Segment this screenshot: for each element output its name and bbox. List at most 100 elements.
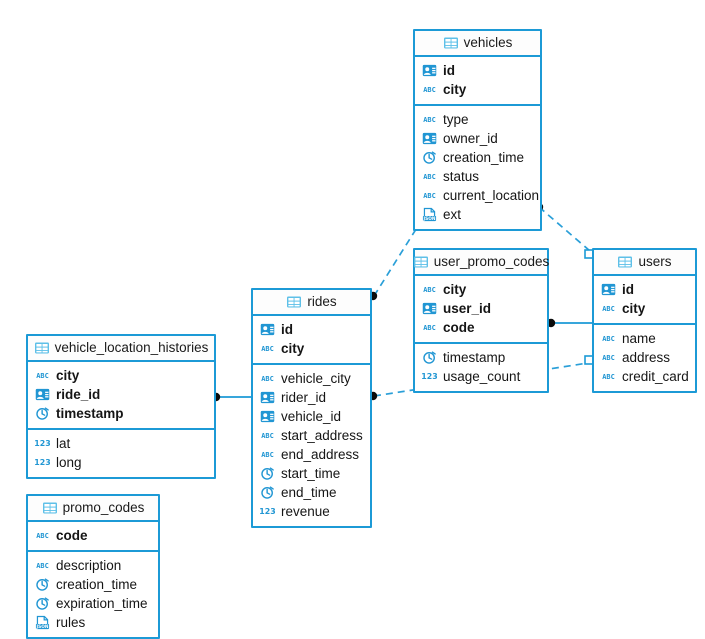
field-ride_id[interactable]: ride_id [28, 385, 214, 404]
svg-text:ABC: ABC [261, 451, 274, 459]
table-title: promo_codes [62, 499, 145, 515]
field-user_id[interactable]: user_id [415, 299, 547, 318]
field-label: id [281, 322, 293, 337]
abc-icon: ABC [260, 428, 275, 443]
clock-icon [422, 350, 437, 365]
field-city[interactable]: ABC city [415, 280, 547, 299]
field-expiration_time[interactable]: expiration_time [28, 594, 158, 613]
field-end_address[interactable]: ABC end_address [253, 445, 370, 464]
abc-icon: ABC [422, 169, 437, 184]
field-label: current_location [443, 188, 540, 203]
field-label: end_time [281, 485, 337, 500]
clock-icon [35, 577, 50, 592]
field-timestamp[interactable]: timestamp [28, 404, 214, 423]
abc-icon: ABC [35, 558, 50, 573]
field-label: start_time [281, 466, 341, 481]
abc-icon: ABC [601, 301, 616, 316]
field-start_time[interactable]: start_time [253, 464, 370, 483]
field-city[interactable]: ABC city [415, 80, 540, 99]
id-card-icon [422, 63, 437, 78]
svg-text:JSON: JSON [36, 624, 49, 630]
svg-text:123: 123 [35, 439, 50, 448]
field-label: status [443, 169, 480, 184]
field-rules[interactable]: JSON rules [28, 613, 158, 632]
field-city[interactable]: ABC city [253, 339, 370, 358]
field-status[interactable]: ABC status [415, 167, 540, 186]
field-city[interactable]: ABC city [28, 366, 214, 385]
field-type[interactable]: ABC type [415, 110, 540, 129]
clock-icon [422, 150, 437, 165]
abc-icon: ABC [35, 528, 50, 543]
field-vehicle_id[interactable]: vehicle_id [253, 407, 370, 426]
field-label: expiration_time [56, 596, 148, 611]
abc-icon: ABC [35, 368, 50, 383]
field-label: city [443, 282, 467, 297]
abc-icon: ABC [422, 82, 437, 97]
svg-text:123: 123 [35, 458, 50, 467]
svg-text:123: 123 [422, 372, 437, 381]
abc-icon: ABC [260, 341, 275, 356]
field-rider_id[interactable]: rider_id [253, 388, 370, 407]
field-label: user_id [443, 301, 492, 316]
field-label: type [443, 112, 469, 127]
123-icon: 123 [260, 504, 275, 519]
field-end_time[interactable]: end_time [253, 483, 370, 502]
field-label: timestamp [443, 350, 506, 365]
field-label: start_address [281, 428, 363, 443]
field-creation_time[interactable]: creation_time [415, 148, 540, 167]
table-title: vehicles [463, 34, 513, 50]
field-label: timestamp [56, 406, 124, 421]
abc-icon: ABC [260, 371, 275, 386]
field-timestamp[interactable]: timestamp [415, 348, 547, 367]
field-id[interactable]: id [594, 280, 695, 299]
field-creation_time[interactable]: creation_time [28, 575, 158, 594]
table-header-user_promo_codes[interactable]: user_promo_codes [413, 250, 549, 276]
table-header-promo_codes[interactable]: promo_codes [28, 496, 158, 522]
field-id[interactable]: id [253, 320, 370, 339]
table-header-vehicle_location_histories[interactable]: vehicle_location_histories [28, 336, 214, 362]
abc-icon: ABC [422, 112, 437, 127]
svg-text:ABC: ABC [36, 532, 49, 540]
clock-icon [260, 466, 275, 481]
svg-text:ABC: ABC [261, 375, 274, 383]
field-id[interactable]: id [415, 61, 540, 80]
json-icon: JSON [35, 615, 50, 630]
field-label: rules [56, 615, 86, 630]
field-start_address[interactable]: ABC start_address [253, 426, 370, 445]
field-label: city [443, 82, 467, 97]
table-header-vehicles[interactable]: vehicles [415, 31, 540, 57]
table-header-users[interactable]: users [594, 250, 695, 276]
field-label: end_address [281, 447, 360, 462]
field-owner_id[interactable]: owner_id [415, 129, 540, 148]
field-label: city [281, 341, 305, 356]
field-label: city [56, 368, 80, 383]
field-label: name [622, 331, 656, 346]
id-card-icon [260, 409, 275, 424]
field-label: ride_id [56, 387, 101, 402]
svg-text:ABC: ABC [423, 286, 436, 294]
table-header-rides[interactable]: rides [253, 290, 370, 316]
